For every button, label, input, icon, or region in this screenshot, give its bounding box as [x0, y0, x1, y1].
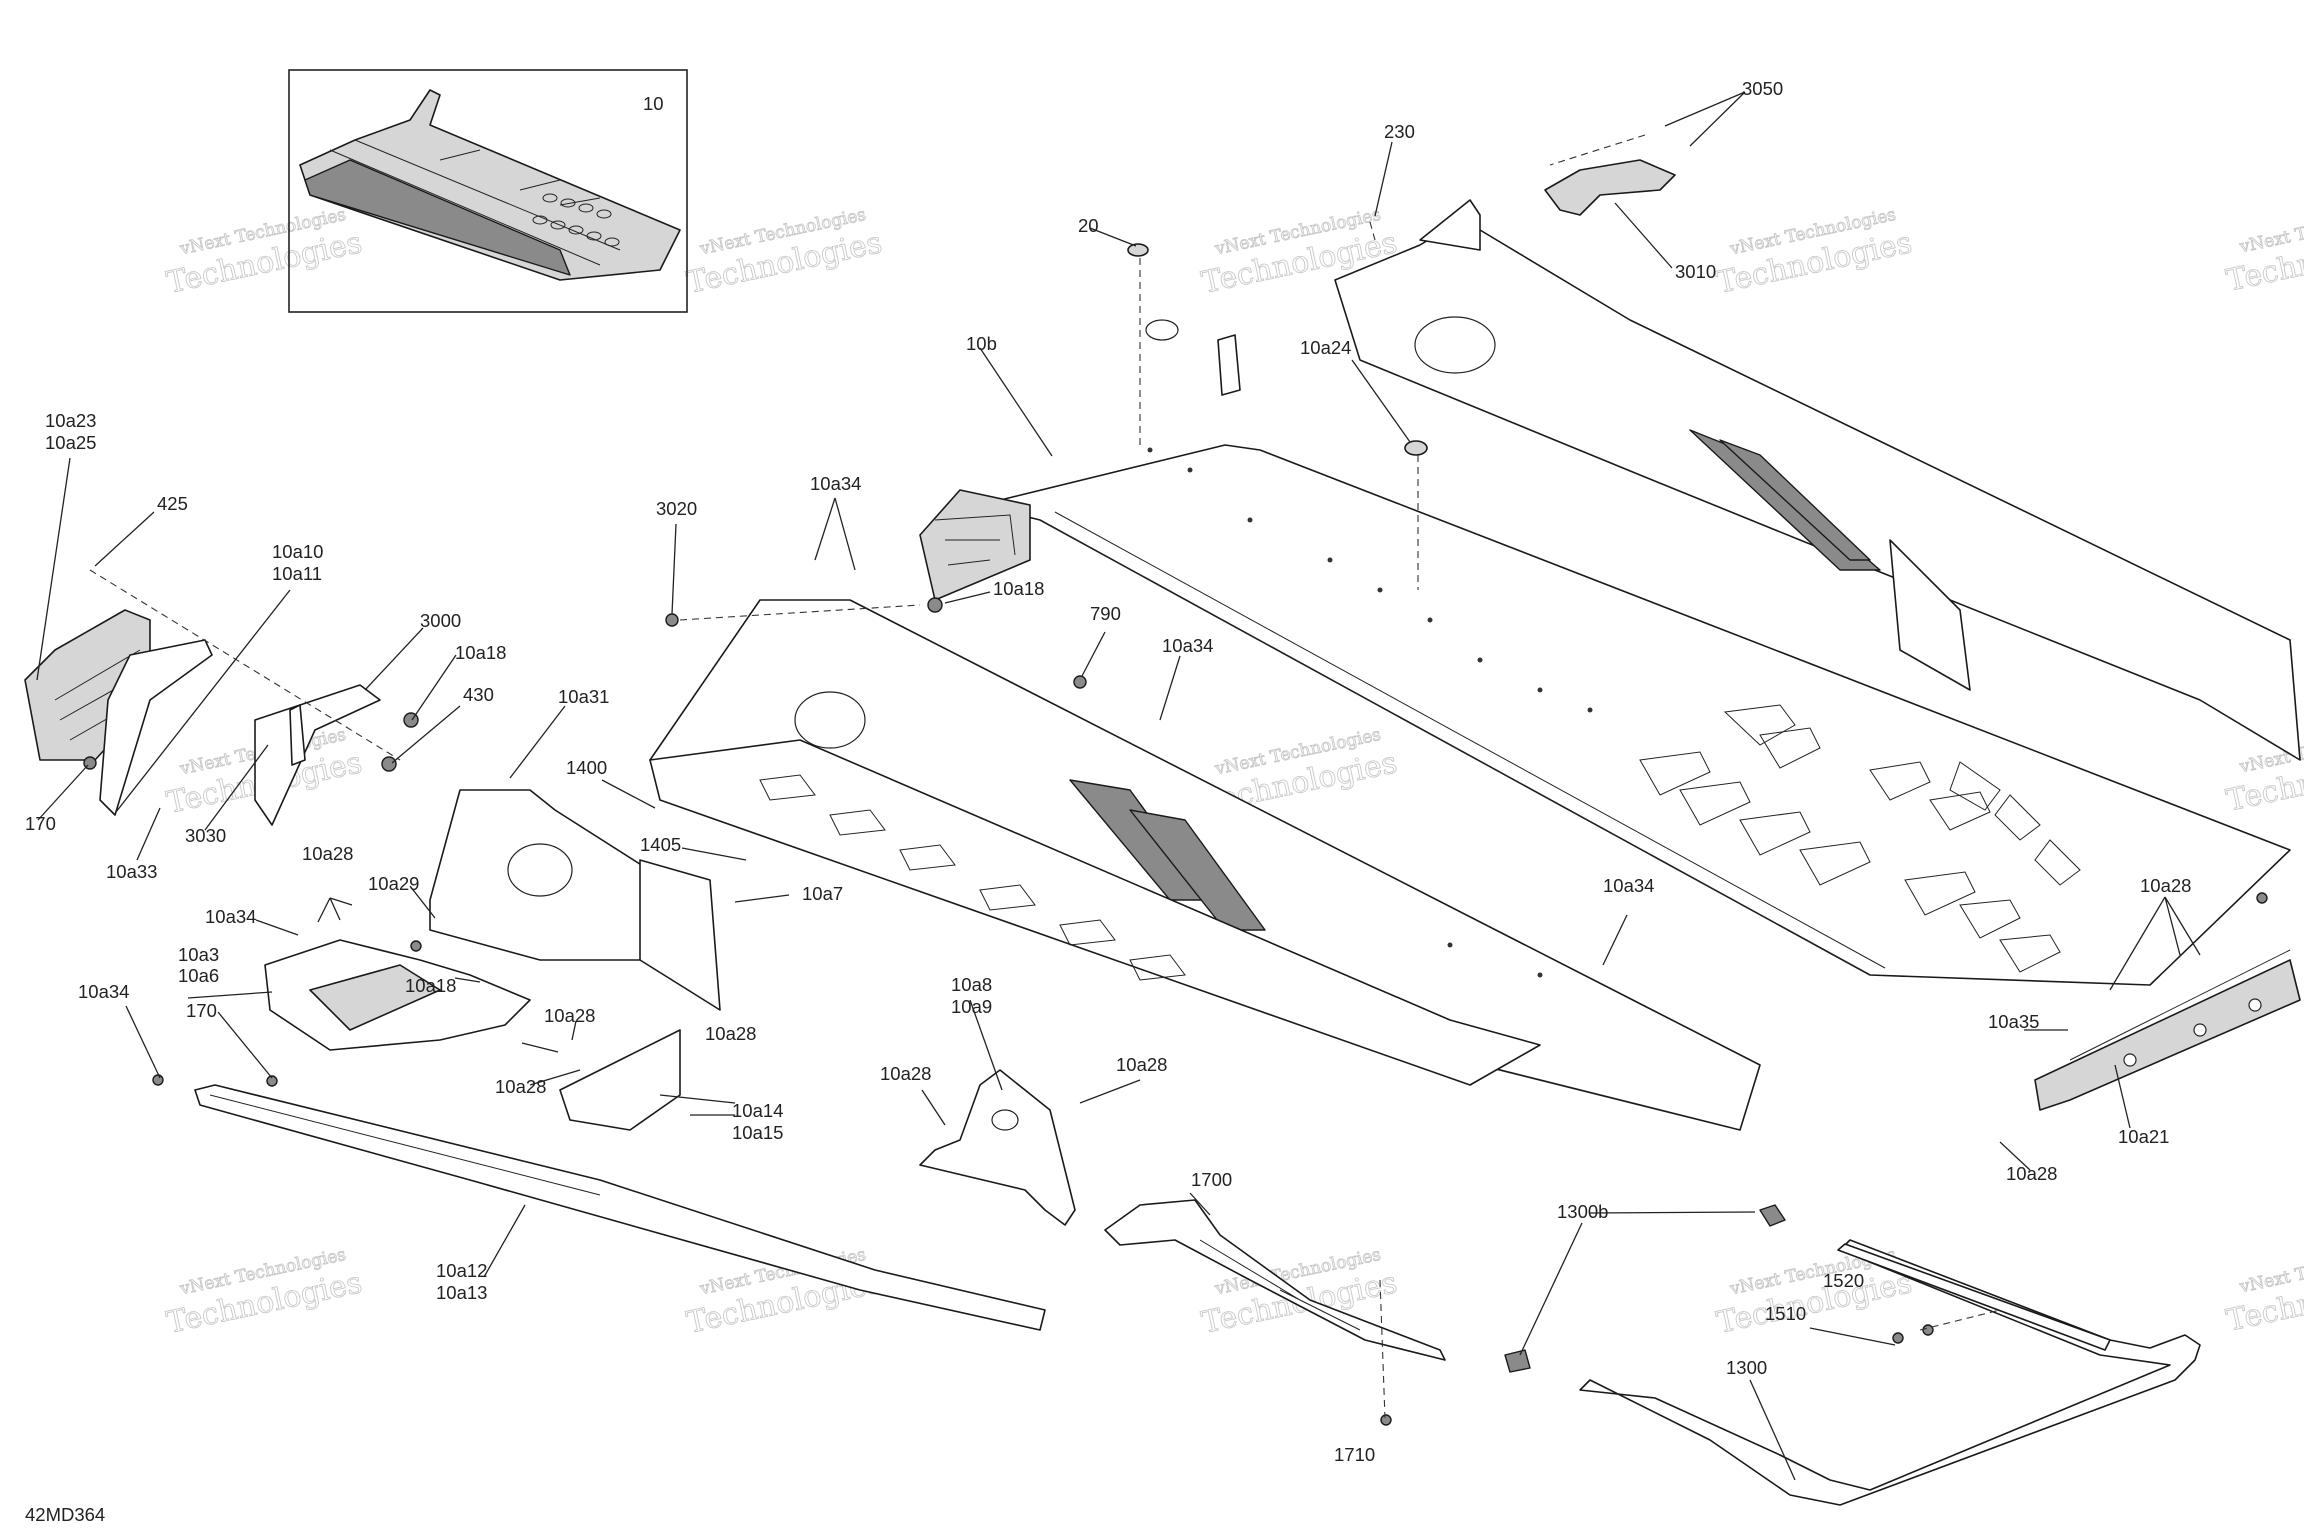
inset-tunnel-thumbnail	[299, 89, 681, 281]
callout-3020: 3020	[656, 498, 697, 519]
callout-10a34-mid: 10a34	[1162, 635, 1213, 656]
callout-10a28-g: 10a28	[2140, 875, 2191, 896]
callout-1520: 1520	[1823, 1270, 1864, 1291]
callout-10a28-h: 10a28	[2006, 1163, 2057, 1184]
running-board	[649, 739, 1541, 1086]
callout-10a21: 10a21	[2118, 1126, 2169, 1147]
callout-3000: 3000	[420, 610, 461, 631]
callout-10a28-a: 10a28	[302, 843, 353, 864]
bracket-10a14	[559, 1029, 681, 1131]
callout-10a31: 10a31	[558, 686, 609, 707]
callout-20: 20	[1078, 215, 1099, 236]
gusset-10a8	[919, 1069, 1076, 1226]
callout-1405: 1405	[640, 834, 681, 855]
callout-1300b: 1300b	[1557, 1201, 1608, 1222]
ski-leg-1700	[1104, 1199, 1446, 1361]
callout-170-left: 170	[25, 813, 56, 834]
inset-frame	[288, 69, 688, 313]
callout-10a23: 10a23	[45, 410, 96, 431]
callout-1710: 1710	[1334, 1444, 1375, 1465]
callout-10a34-right: 10a34	[1603, 875, 1654, 896]
callout-10a34-far: 10a34	[78, 981, 129, 1002]
callout-10a28-d: 10a28	[495, 1076, 546, 1097]
rear-bumper-assembly	[2034, 949, 2301, 1111]
front-bumper-assembly	[1504, 1204, 2201, 1506]
callout-10a34-left: 10a34	[205, 906, 256, 927]
callout-10a34-top: 10a34	[810, 473, 861, 494]
front-end-panel	[919, 489, 1031, 601]
callout-10a6: 10a6	[178, 965, 219, 986]
inset-assembly: 10	[288, 69, 688, 313]
rail-10a12	[194, 1084, 1046, 1331]
tunnel-assembly	[649, 214, 2301, 1131]
callout-10a9: 10a9	[951, 996, 992, 1017]
callout-170-low: 170	[186, 1000, 217, 1021]
callout-1400: 1400	[566, 757, 607, 778]
callout-10a18-mid: 10a18	[993, 578, 1044, 599]
grommet-20	[1127, 243, 1149, 257]
callout-10a18-low: 10a18	[405, 975, 456, 996]
callout-labels: 3050 230 20 3010 10b 10a24 10a23 10a25 4…	[25, 78, 2191, 1525]
callout-10a12: 10a12	[436, 1260, 487, 1281]
callout-1510: 1510	[1765, 1303, 1806, 1324]
callout-10a25: 10a25	[45, 432, 96, 453]
bumper-1300	[1579, 1239, 2201, 1506]
callout-10a29: 10a29	[368, 873, 419, 894]
callout-230: 230	[1384, 121, 1415, 142]
center-bottom-parts	[919, 1069, 1446, 1361]
callout-10a18-left: 10a18	[455, 642, 506, 663]
callout-10a28-b: 10a28	[544, 1005, 595, 1026]
callout-430: 430	[463, 684, 494, 705]
leader-lines	[36, 91, 2201, 1481]
callout-10a14: 10a14	[732, 1100, 783, 1121]
rack-bracket	[1419, 159, 1676, 251]
callout-3050: 3050	[1742, 78, 1783, 99]
callout-10a33: 10a33	[106, 861, 157, 882]
callout-3030: 3030	[185, 825, 226, 846]
front-strut-bar	[99, 639, 213, 816]
callout-1300: 1300	[1726, 1357, 1767, 1378]
callout-10a15: 10a15	[732, 1122, 783, 1143]
callout-10a10: 10a10	[272, 541, 323, 562]
callout-10a3: 10a3	[178, 944, 219, 965]
grommet-10a24	[1404, 440, 1428, 456]
callout-10a13: 10a13	[436, 1282, 487, 1303]
callout-10a28-f: 10a28	[1116, 1054, 1167, 1075]
diagram-code: 42MD364	[25, 1504, 105, 1525]
callout-10a7: 10a7	[802, 883, 843, 904]
callout-425: 425	[157, 493, 188, 514]
left-side-parts	[24, 609, 1046, 1331]
callout-10a28-c: 10a28	[705, 1023, 756, 1044]
fasteners	[83, 243, 2268, 1426]
callout-10a28-e: 10a28	[880, 1063, 931, 1084]
callout-1700: 1700	[1191, 1169, 1232, 1190]
callout-3010: 3010	[1675, 261, 1716, 282]
inset-label: 10	[643, 93, 664, 114]
callout-10a35: 10a35	[1988, 1011, 2039, 1032]
callout-10b: 10b	[966, 333, 997, 354]
callout-10a11: 10a11	[272, 563, 322, 584]
callout-790: 790	[1090, 603, 1121, 624]
callout-10a24: 10a24	[1300, 337, 1351, 358]
panel-cutouts	[1639, 704, 2081, 973]
callout-10a8: 10a8	[951, 974, 992, 995]
steering-support-3030	[254, 684, 381, 826]
assembly-lines	[89, 134, 2001, 1419]
bumper-clip-1300b	[1759, 1204, 1786, 1227]
